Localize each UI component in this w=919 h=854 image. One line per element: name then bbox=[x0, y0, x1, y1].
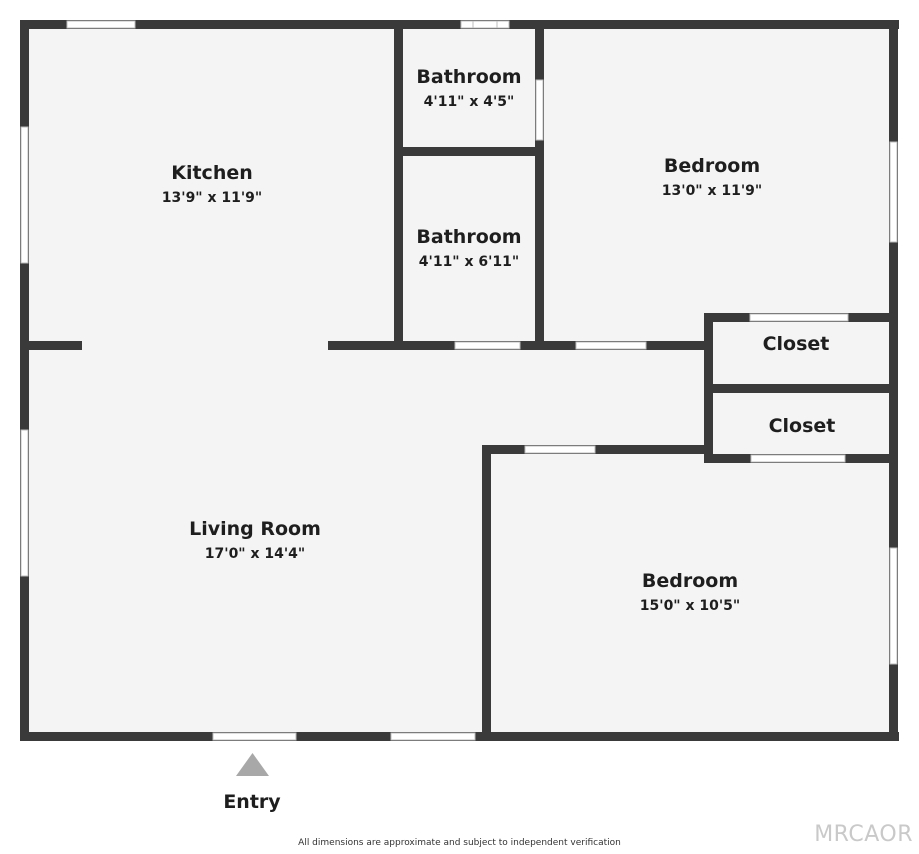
bedroom-top-name: Bedroom bbox=[664, 155, 760, 177]
opening-bedroom-south bbox=[575, 341, 647, 350]
entry-arrow-icon bbox=[236, 753, 269, 776]
opening-closet-top bbox=[749, 313, 849, 322]
window-bath-top bbox=[460, 20, 510, 29]
opening-closet-bottom bbox=[750, 454, 846, 463]
living-room-dims: 17'0" x 14'4" bbox=[205, 546, 305, 562]
opening-bedroom-bottom bbox=[524, 445, 596, 454]
bedroom-top-dims: 13'0" x 11'9" bbox=[662, 183, 762, 199]
bathroom-mid-name: Bathroom bbox=[416, 226, 521, 248]
wall-kitchen-stub-left bbox=[20, 341, 82, 350]
watermark-logo: MRCAOR bbox=[814, 822, 913, 847]
entry-door-opening bbox=[212, 732, 297, 741]
bedroom-bottom-name: Bedroom bbox=[642, 570, 738, 592]
window-kitchen-left bbox=[20, 126, 29, 264]
window-bedroom-bottom-right bbox=[889, 547, 898, 665]
wall-bedroom-bottom-north bbox=[482, 445, 713, 454]
disclaimer-text: All dimensions are approximate and subje… bbox=[298, 838, 621, 848]
wall-right bbox=[889, 20, 898, 741]
windows bbox=[20, 20, 898, 741]
wall-bedroom-bottom-west bbox=[482, 445, 491, 741]
window-kitchen-top bbox=[66, 20, 136, 29]
closet-bottom-name: Closet bbox=[769, 415, 836, 437]
wall-bath-east bbox=[535, 20, 544, 350]
opening-bath-south bbox=[454, 341, 521, 350]
window-bedroom-top-right bbox=[889, 141, 898, 243]
bathroom-top-name: Bathroom bbox=[416, 66, 521, 88]
wall-between-closets bbox=[704, 384, 898, 393]
kitchen-dims: 13'9" x 11'9" bbox=[162, 190, 262, 206]
kitchen-name: Kitchen bbox=[171, 162, 253, 184]
window-living-left bbox=[20, 429, 29, 577]
window-living-bottom bbox=[390, 732, 476, 741]
entry-label: Entry bbox=[223, 791, 281, 813]
wall-left bbox=[20, 20, 29, 741]
floor-area bbox=[26, 28, 893, 736]
bathroom-top-dims: 4'11" x 4'5" bbox=[424, 94, 515, 110]
wall-top bbox=[20, 20, 899, 29]
wall-between-baths bbox=[394, 147, 544, 156]
wall-kitchen-east bbox=[394, 20, 403, 350]
closet-top-name: Closet bbox=[763, 333, 830, 355]
bedroom-bottom-dims: 15'0" x 10'5" bbox=[640, 598, 740, 614]
window-bath-east bbox=[535, 79, 544, 141]
bathroom-mid-dims: 4'11" x 6'11" bbox=[419, 254, 519, 270]
living-room-name: Living Room bbox=[189, 518, 321, 540]
